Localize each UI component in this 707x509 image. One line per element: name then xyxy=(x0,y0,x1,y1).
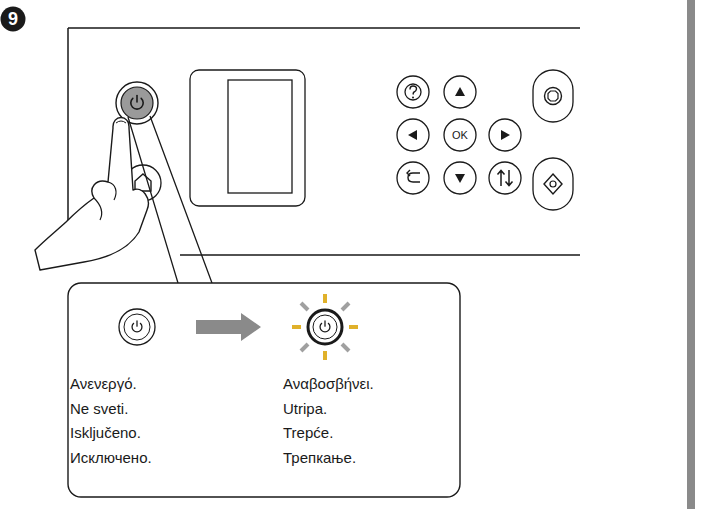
status-text: Trepće. xyxy=(283,421,374,446)
start-icon xyxy=(544,174,562,194)
status-text: Ne sveti. xyxy=(70,397,190,422)
status-text: Трепкање. xyxy=(283,446,374,471)
start-icon xyxy=(550,181,556,187)
hand xyxy=(35,118,148,271)
power-icon xyxy=(131,96,143,110)
fingernail xyxy=(116,121,126,123)
status-text: Исключено. xyxy=(70,446,190,471)
power-flashing-icon xyxy=(308,310,342,344)
status-text: Αναβοσβήνει. xyxy=(283,372,374,397)
arrow-icons xyxy=(408,87,510,183)
state-column: Αναβοσβήνει.Utripa.Trepće.Трепкање. xyxy=(275,300,374,470)
power-off-icon xyxy=(119,309,155,345)
back-icon xyxy=(407,170,420,182)
panel-outline xyxy=(68,28,580,258)
screen-bezel xyxy=(190,70,305,206)
state-arrow xyxy=(196,313,261,341)
screen xyxy=(228,80,292,193)
status-text: Ανενεργό. xyxy=(70,372,190,397)
leader-line xyxy=(128,116,212,283)
hand xyxy=(94,182,116,220)
page-bar xyxy=(687,0,695,509)
home-icon xyxy=(135,174,151,191)
help-icon xyxy=(405,84,421,100)
power-off-icon xyxy=(124,314,150,340)
step-badge xyxy=(1,7,26,32)
help-icon xyxy=(410,86,417,95)
power-button xyxy=(121,87,153,119)
flash-rays xyxy=(292,294,358,360)
switch-icon xyxy=(498,170,513,186)
state-column: Ανενεργό.Ne sveti.Isključeno.Исключено. xyxy=(70,300,190,470)
help-icon xyxy=(412,97,414,99)
status-text: Utripa. xyxy=(283,397,374,422)
power-icon xyxy=(132,321,142,332)
callout-box xyxy=(68,283,460,497)
power-flashing-icon xyxy=(313,315,337,339)
step-number: 9 xyxy=(1,8,25,30)
stop-icon xyxy=(545,88,562,105)
status-text: Isključeno. xyxy=(70,421,190,446)
power-icon xyxy=(320,321,330,332)
button-group xyxy=(397,70,573,210)
button-label: OK xyxy=(445,127,475,143)
stop-icon xyxy=(548,91,558,101)
